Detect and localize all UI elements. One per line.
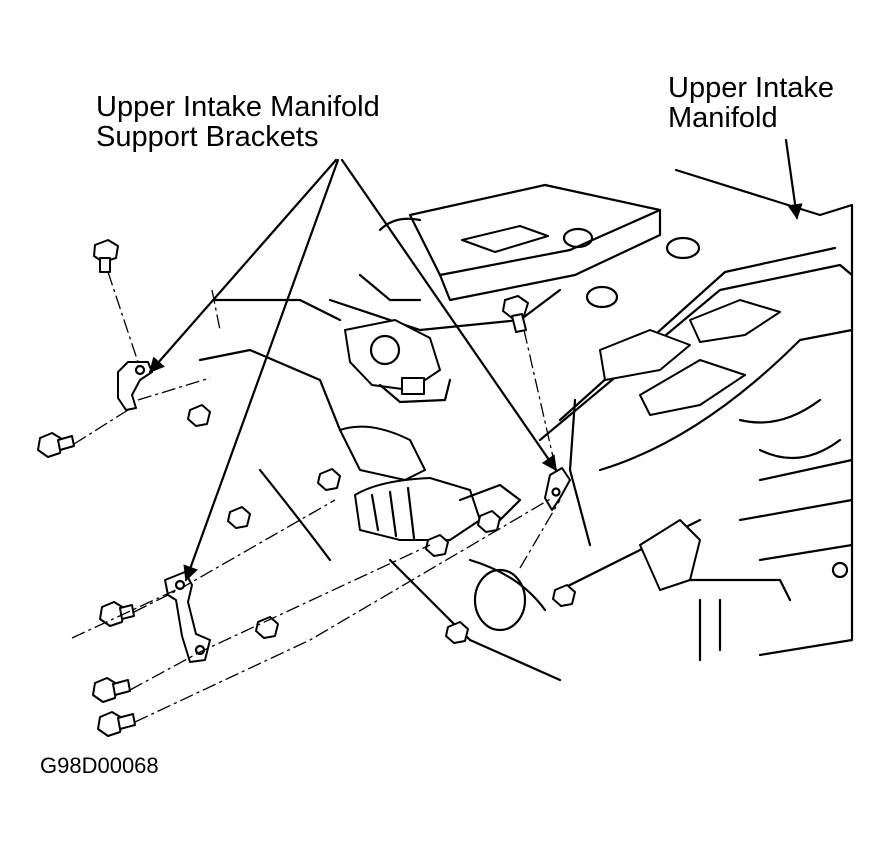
bolt — [502, 295, 529, 333]
bolt — [425, 534, 449, 557]
upper-intake-manifold — [538, 168, 854, 657]
bolt — [93, 239, 119, 273]
bolt — [317, 468, 341, 491]
figure-id: G98D00068 — [40, 753, 159, 778]
bolt — [97, 711, 136, 737]
engine-valve-cover — [328, 183, 701, 332]
support-brackets-label: Upper Intake Manifold Support Brackets — [96, 92, 380, 153]
bolt — [477, 510, 501, 533]
support-brackets-label-line-1: Upper Intake Manifold — [96, 91, 380, 123]
support-bracket-upper — [117, 361, 153, 411]
engine-block — [198, 298, 854, 682]
upper-intake-manifold-label-line-1: Upper Intake — [668, 72, 835, 104]
bolt — [187, 404, 211, 427]
throttle-assembly — [344, 319, 452, 404]
assembly-lines — [71, 271, 561, 723]
bolt — [255, 616, 279, 639]
bolt — [445, 621, 469, 644]
support-bracket-right — [544, 467, 571, 511]
upper-intake-manifold-label-line-2: Manifold — [668, 102, 778, 135]
bolt — [92, 677, 131, 703]
support-bracket-lower — [164, 571, 211, 663]
coolant-hose — [339, 425, 522, 541]
callout-arrows — [148, 138, 803, 582]
support-brackets-label-line-2: Support Brackets — [96, 121, 319, 154]
bolt — [552, 584, 576, 607]
bolt — [227, 506, 251, 529]
bolt — [37, 432, 75, 458]
upper-intake-manifold-label: Upper Intake Manifold — [668, 73, 834, 134]
